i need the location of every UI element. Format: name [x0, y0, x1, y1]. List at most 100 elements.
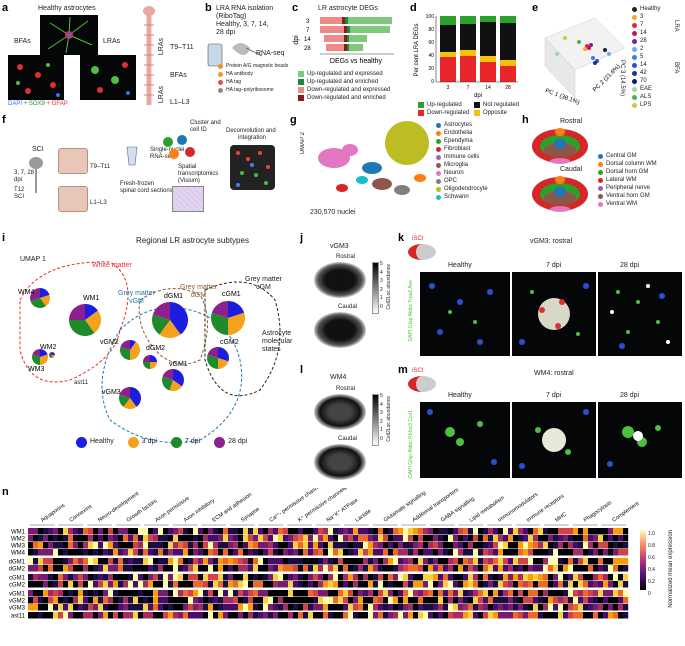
- heatmap-cell: [608, 604, 614, 611]
- heatmap-cell: [98, 542, 104, 549]
- heatmap-cell: [398, 604, 404, 611]
- heatmap-cell: [303, 528, 309, 535]
- heatmap-cell: [323, 574, 329, 581]
- heatmap-cell: [303, 581, 309, 588]
- heatmap-cell: [288, 535, 294, 542]
- heatmap-cell: [168, 558, 174, 565]
- heatmap-cell: [223, 574, 229, 581]
- heatmap-cell: [458, 535, 464, 542]
- heatmap-cell: [588, 581, 594, 588]
- heatmap-cell: [138, 535, 144, 542]
- heatmap-cell: [598, 612, 604, 619]
- heatmap-cell: [623, 528, 629, 535]
- heatmap-cell: [368, 549, 374, 556]
- heatmap-cell: [113, 590, 119, 597]
- heatmap-cell: [223, 535, 229, 542]
- heatmap-cell: [488, 604, 494, 611]
- heatmap-cell: [313, 597, 319, 604]
- heatmap-cell: [78, 604, 84, 611]
- heatmap-cell: [583, 612, 589, 619]
- heatmap-row-label: dGM2: [9, 567, 26, 573]
- c-xlabel: DEGs vs healthy: [330, 58, 383, 65]
- heatmap-cell: [153, 581, 159, 588]
- heatmap-cell: [308, 581, 314, 588]
- heatmap-cell: [393, 535, 399, 542]
- heatmap-cell: [598, 535, 604, 542]
- k-image-28dpi: [598, 272, 682, 356]
- heatmap-cell: [118, 574, 124, 581]
- heatmap-cell: [238, 535, 244, 542]
- heatmap-cell: [403, 528, 409, 535]
- heatmap-cell: [563, 597, 569, 604]
- heatmap-cell: [408, 590, 414, 597]
- heatmap-cell: [413, 549, 419, 556]
- pie-slice: [85, 304, 98, 320]
- heatmap-cell: [333, 528, 339, 535]
- heatmap-cell: [283, 535, 289, 542]
- heatmap-cell: [73, 590, 79, 597]
- heatmap-cell: [338, 590, 344, 597]
- heatmap-cell: [608, 574, 614, 581]
- heatmap-cell: [233, 528, 239, 535]
- panel-e-pca: PC 1 (38.1%) PC 2 (21.6%): [544, 17, 626, 106]
- heatmap-cell: [233, 565, 239, 572]
- panel-label-k: k: [398, 232, 405, 244]
- heatmap-cell: [108, 558, 114, 565]
- heatmap-cell: [578, 549, 584, 556]
- heatmap-cell: [28, 558, 34, 565]
- heatmap-cell: [433, 528, 439, 535]
- heatmap-cell: [293, 542, 299, 549]
- panel-b-sub3: 28 dpi: [216, 29, 236, 36]
- heatmap-cell: [588, 590, 594, 597]
- heatmap-cell: [548, 565, 554, 572]
- heatmap-cell: [348, 590, 354, 597]
- bfa-image: [8, 55, 64, 100]
- heatmap-cell: [68, 528, 74, 535]
- heatmap-cell: [598, 549, 604, 556]
- heatmap-cell: [523, 590, 529, 597]
- heatmap-cell: [88, 597, 94, 604]
- heatmap-cell: [613, 581, 619, 588]
- heatmap-cell: [568, 528, 574, 535]
- heatmap-cell: [553, 535, 559, 542]
- heatmap-cell: [298, 549, 304, 556]
- heatmap-cell: [433, 549, 439, 556]
- heatmap-cell: [73, 558, 79, 565]
- heatmap-cell: [288, 581, 294, 588]
- heatmap-cell: [518, 528, 524, 535]
- heatmap-cell: [193, 528, 199, 535]
- heatmap-cell: [553, 597, 559, 604]
- heatmap-cell: [263, 574, 269, 581]
- heatmap-cell: [488, 549, 494, 556]
- heatmap-cell: [563, 565, 569, 572]
- heatmap-cell: [618, 581, 624, 588]
- heatmap-cell: [433, 542, 439, 549]
- heatmap-cell: [618, 549, 624, 556]
- heatmap-cell: [368, 528, 374, 535]
- heatmap-cell: [353, 565, 359, 572]
- heatmap-cell: [248, 549, 254, 556]
- panel-label-a: a: [2, 2, 9, 14]
- heatmap-cell: [578, 574, 584, 581]
- heatmap-cell: [593, 528, 599, 535]
- heatmap-cell: [363, 549, 369, 556]
- heatmap-cell: [313, 528, 319, 535]
- heatmap-cell: [268, 535, 274, 542]
- heatmap-cell: [388, 612, 394, 619]
- heatmap-row-label: ast11: [11, 614, 26, 620]
- heatmap-cell: [453, 612, 459, 619]
- heatmap-cell: [418, 549, 424, 556]
- heatmap-cell: [228, 581, 234, 588]
- heatmap-cell: [308, 590, 314, 597]
- panel-g-umap: [318, 121, 429, 195]
- spinal-cord-diagram: [143, 6, 155, 105]
- heatmap-cell: [578, 597, 584, 604]
- heatmap-cell: [583, 581, 589, 588]
- heatmap-cell: [348, 581, 354, 588]
- heatmap-cell: [593, 565, 599, 572]
- section-t9-icon: [58, 148, 88, 174]
- heatmap-cell: [533, 528, 539, 535]
- heatmap-cell: [423, 528, 429, 535]
- heatmap-cell: [238, 597, 244, 604]
- heatmap-cell: [573, 535, 579, 542]
